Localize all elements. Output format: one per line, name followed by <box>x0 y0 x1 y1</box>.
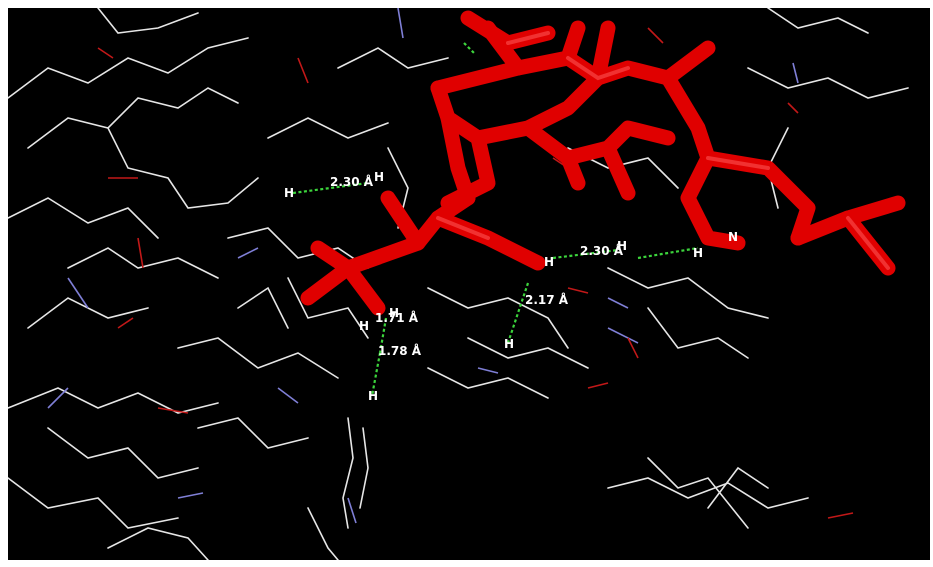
protein-wireframe <box>8 8 909 560</box>
atom-labels: H H H H H N H H H H <box>284 170 738 403</box>
hbond-3 <box>506 282 530 344</box>
hbond-1 <box>292 181 369 195</box>
distance-label-5: 1.78 Å <box>378 343 422 358</box>
atom-label-h: H <box>544 255 554 269</box>
atom-label-h: H <box>693 246 703 260</box>
atom-label-h: H <box>284 186 294 200</box>
distance-label-2: 2.30 Å <box>580 243 624 258</box>
hydrogen-bonds <box>292 42 699 397</box>
atom-label-h: H <box>374 170 384 184</box>
atom-label-h: H <box>617 239 627 253</box>
atom-label-h: H <box>368 389 378 403</box>
atom-label-h: H <box>359 319 369 333</box>
distance-label-1: 2.30 Å <box>330 174 374 189</box>
hbond-5 <box>370 352 382 397</box>
distance-label-4: 1.71 Å <box>375 310 419 325</box>
atom-label-h: H <box>504 337 514 351</box>
hbond-2b <box>637 246 699 260</box>
molecular-viewport[interactable]: H H H H H N H H H H 2.30 Å 2.30 Å 2.17 Å… <box>8 8 930 560</box>
atom-label-n: N <box>728 230 738 244</box>
hbond-top <box>463 42 475 54</box>
ligand-sticks[interactable] <box>300 10 906 316</box>
hbond-4 <box>378 317 388 354</box>
distance-label-3: 2.17 Å <box>525 292 569 307</box>
atom-label-h: H <box>389 306 399 320</box>
distance-labels: 2.30 Å 2.30 Å 2.17 Å 1.71 Å 1.78 Å <box>330 174 624 358</box>
